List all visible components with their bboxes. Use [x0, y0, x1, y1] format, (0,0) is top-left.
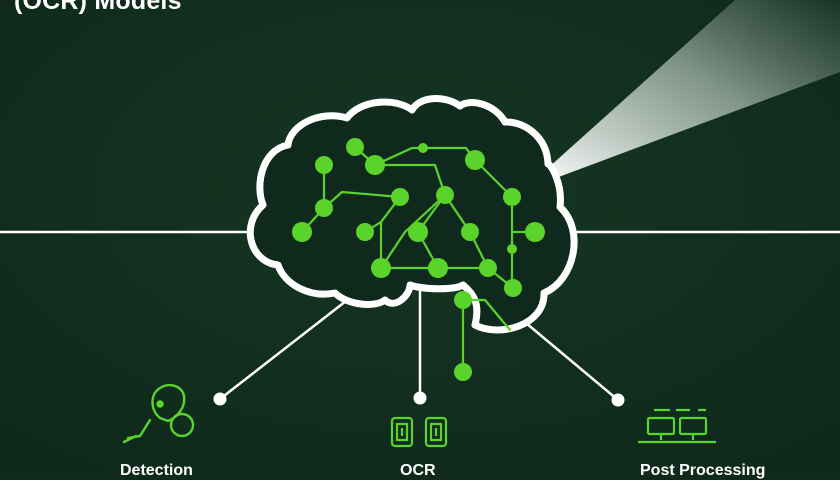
step-label-detection: Detection [120, 462, 193, 479]
post-processing-icon [638, 408, 716, 444]
title-line-2: (OCR) Models [14, 0, 182, 15]
connector-endpoints [213, 391, 625, 407]
step-label-ocr: OCR [400, 462, 436, 479]
connector-lines [219, 272, 619, 401]
light-beam [548, 0, 840, 178]
step-label-post-processing: Post Processing [640, 462, 766, 479]
brain-outline [246, 95, 578, 334]
ocr-icon [390, 416, 448, 448]
neural-nodes [292, 138, 545, 381]
detection-icon [122, 384, 195, 444]
page-title: (OCR) Models [14, 0, 182, 18]
